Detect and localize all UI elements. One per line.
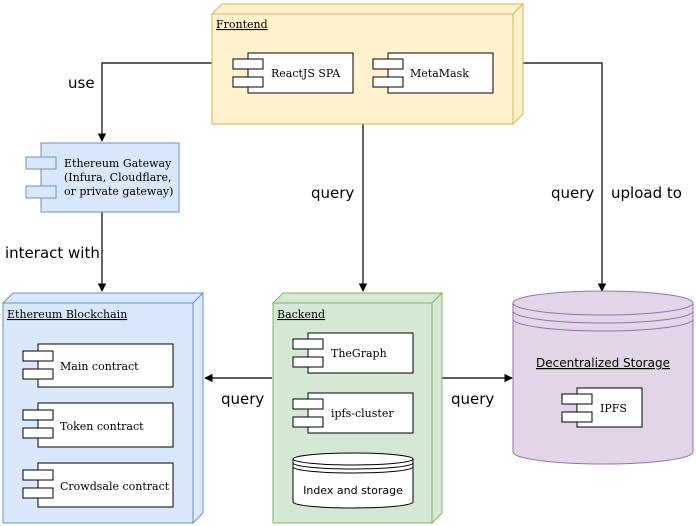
storage-title: Decentralized Storage [536,356,670,370]
edge-backend-to-blockchain: query [204,373,272,408]
blockchain-title: Ethereum Blockchain [7,308,127,321]
ethereum-blockchain-node[interactable]: Ethereum Blockchain Main contract Token … [1,291,205,525]
edge-label-query: query [221,390,264,408]
index-storage-label: Index and storage [303,484,403,497]
component-label: Main contract [60,360,139,373]
component-ipfs[interactable]: IPFS [561,387,643,428]
component-reactjs-spa[interactable]: ReactJS SPA [232,52,354,94]
ethereum-gateway-node[interactable]: Ethereum Gateway (Infura, Cloudflare, or… [25,142,180,213]
component-label: MetaMask [410,67,469,80]
edge-gateway-to-blockchain: interact with [5,212,107,292]
edge-label-use: use [68,74,95,92]
gateway-label-line: (Infura, Cloudflare, [64,171,172,184]
component-label: Token contract [60,420,144,433]
edge-frontend-to-storage: query upload to [523,62,682,292]
component-label: IPFS [600,402,627,415]
edge-label-query: query [451,390,494,408]
edge-backend-to-storage: query [442,373,513,408]
decentralized-storage-node[interactable]: Decentralized Storage IPFS [512,290,694,465]
component-ipfs-cluster[interactable]: ipfs-cluster [292,392,414,434]
component-metamask[interactable]: MetaMask [372,52,494,94]
gateway-label-line: or private gateway) [64,185,173,198]
edge-frontend-to-backend: query [311,124,368,292]
component-token-contract[interactable]: Token contract [22,402,174,448]
edge-label-query: query [311,184,354,202]
backend-title: Backend [277,308,325,321]
backend-node[interactable]: Backend TheGraph ipfs-cluster Index and … [271,291,444,525]
gateway-label-line: Ethereum Gateway [64,157,172,170]
component-main-contract[interactable]: Main contract [22,343,174,388]
component-label: ipfs-cluster [331,407,394,420]
edge-label-query: query [551,184,594,202]
component-label: TheGraph [331,347,387,360]
edge-label-interact-with: interact with [5,244,100,262]
index-storage-cylinder[interactable]: Index and storage [292,452,414,509]
component-thegraph[interactable]: TheGraph [292,332,414,374]
edge-label-upload-to: upload to [611,184,682,202]
frontend-node[interactable]: Frontend ReactJS SPA MetaMask [210,2,525,126]
component-label: ReactJS SPA [271,67,341,80]
frontend-title: Frontend [216,18,268,31]
edge-frontend-to-gateway: use [68,62,212,142]
component-crowdsale-contract[interactable]: Crowdsale contract [22,462,174,508]
component-label: Crowdsale contract [60,480,170,493]
